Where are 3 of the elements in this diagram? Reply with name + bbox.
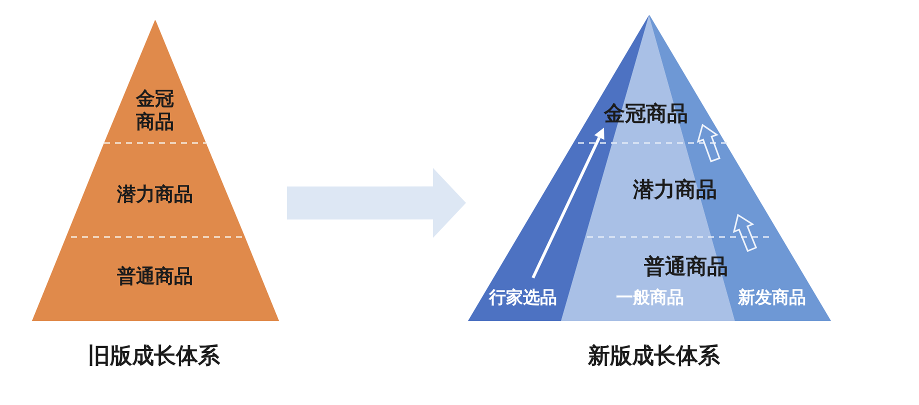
column-label: 行家选品 — [489, 288, 557, 308]
pyramid-label: 新版成长体系 — [588, 344, 720, 370]
pyramid-label: 旧版成长体系 — [88, 344, 220, 370]
